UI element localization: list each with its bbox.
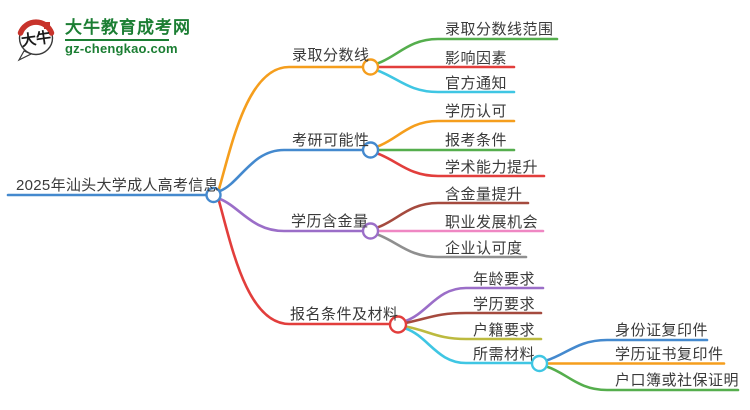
node-diploma-copy[interactable]: 学历证书复印件 <box>615 346 724 363</box>
site-url: gz-chengkao.com <box>65 41 178 56</box>
edge-degree-recognition <box>376 119 516 148</box>
edge-id-copy <box>545 338 709 362</box>
node-handle-degree-value[interactable] <box>361 222 380 240</box>
logo-bull-icon: 大牛 <box>17 19 55 62</box>
node-score-range[interactable]: 录取分数线范围 <box>445 21 554 38</box>
node-handle-application-requirements[interactable] <box>388 315 408 334</box>
site-logo: 大牛 大牛教育成考网 gz-chengkao.com <box>12 12 191 62</box>
node-influencing-factors[interactable]: 影响因素 <box>445 50 508 67</box>
node-handle-admission-score-line[interactable] <box>361 58 380 76</box>
node-id-copy[interactable]: 身份证复印件 <box>615 322 709 339</box>
node-application-requirements[interactable]: 报名条件及材料 <box>290 306 399 323</box>
node-degree-recognition[interactable]: 学历认可 <box>445 103 508 120</box>
node-handle-root[interactable] <box>205 186 222 204</box>
node-career-opportunities[interactable]: 职业发展机会 <box>445 214 539 231</box>
edge-root-admission-score-line <box>217 65 365 191</box>
edge-required-materials <box>404 327 534 365</box>
logo-seal <box>44 22 50 29</box>
edge-root-degree-value <box>218 197 365 233</box>
node-handle-required-materials[interactable] <box>530 354 549 373</box>
edge-residency-requirement <box>404 325 543 341</box>
logo-icon-text: 大牛 <box>20 28 52 50</box>
node-root[interactable]: 2025年汕头大学成人高考信息 <box>16 177 219 194</box>
node-postgrad-possibility[interactable]: 考研可能性 <box>292 132 370 149</box>
edge-household-proof <box>545 365 740 392</box>
node-age-requirement[interactable]: 年龄要求 <box>473 271 536 288</box>
node-residency-requirement[interactable]: 户籍要求 <box>473 322 536 339</box>
edge-enterprise-recognition <box>376 233 528 259</box>
edge-root-application-requirements <box>217 199 392 326</box>
node-required-materials[interactable]: 所需材料 <box>473 346 536 363</box>
edge-age-requirement <box>404 286 545 323</box>
logo-divider <box>65 39 169 41</box>
node-value-increase[interactable]: 含金量提升 <box>445 186 523 203</box>
edge-root-postgrad-possibility <box>218 148 365 193</box>
edge-value-increase <box>376 201 530 229</box>
node-application-conditions[interactable]: 报考条件 <box>445 132 508 149</box>
edge-education-requirement <box>404 311 543 325</box>
edge-score-range <box>376 37 559 65</box>
node-enterprise-recognition[interactable]: 企业认可度 <box>445 240 523 257</box>
site-name: 大牛教育成考网 <box>65 18 191 37</box>
node-household-proof[interactable]: 户口簿或社保证明 <box>615 372 740 389</box>
node-education-requirement[interactable]: 学历要求 <box>473 296 536 313</box>
node-admission-score-line[interactable]: 录取分数线 <box>292 47 370 64</box>
node-official-notice[interactable]: 官方通知 <box>445 75 508 92</box>
edge-academic-improvement <box>376 152 546 178</box>
node-degree-value[interactable]: 学历含金量 <box>291 213 369 230</box>
edge-official-notice <box>376 69 516 94</box>
node-academic-improvement[interactable]: 学术能力提升 <box>445 159 539 176</box>
node-handle-postgrad-possibility[interactable] <box>361 141 380 159</box>
